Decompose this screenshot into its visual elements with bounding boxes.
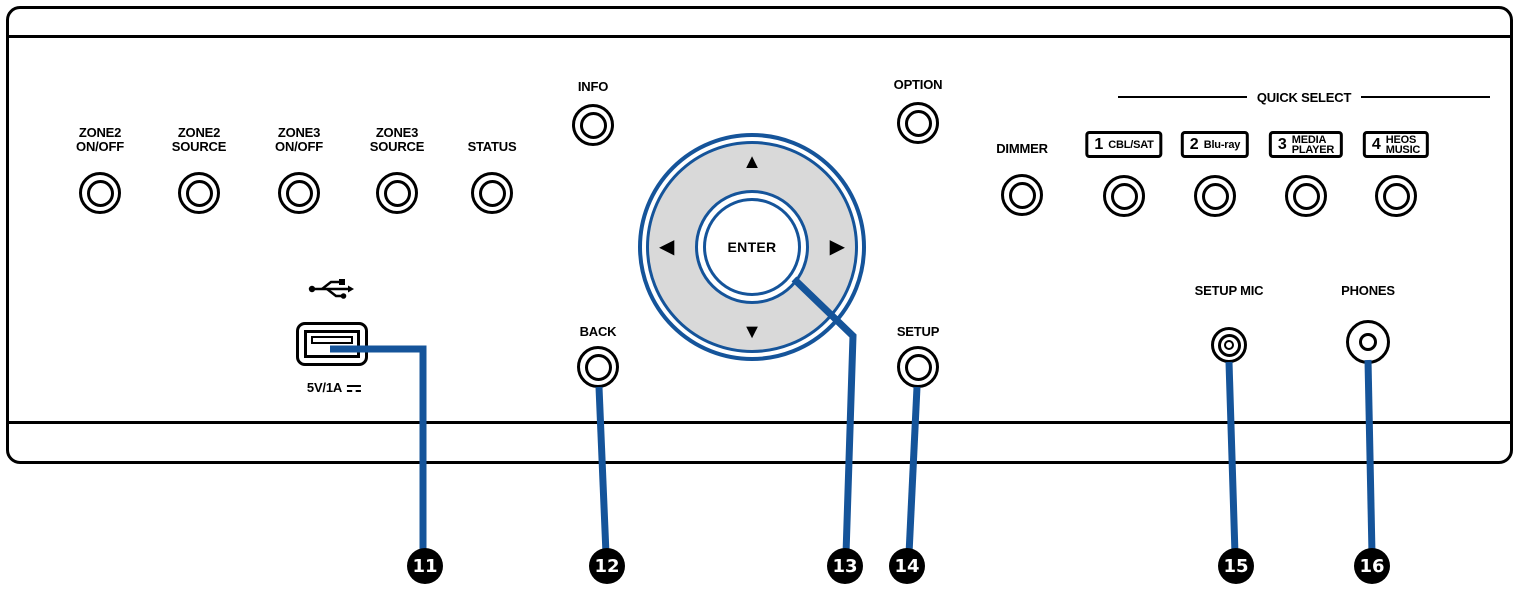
quick-select-2-button-ring: [1201, 182, 1229, 210]
callout-11: 11: [407, 548, 443, 584]
quick-select-3-button[interactable]: [1285, 175, 1327, 217]
setup-button[interactable]: [897, 346, 939, 388]
back-label: BACK: [579, 324, 617, 339]
back-button-ring: [584, 353, 612, 381]
enter-button[interactable]: ENTER: [703, 198, 801, 296]
zone3-source-button[interactable]: [376, 172, 418, 214]
zone3-onoff-button-ring: [285, 179, 313, 207]
usb-tab: [311, 336, 353, 344]
quick-select-3-number: 3: [1277, 135, 1287, 153]
panel-bottom-seam: [8, 421, 1511, 424]
status-button-ring: [478, 179, 506, 207]
usb-power-label: 5V/1A: [307, 381, 362, 395]
option-button-ring: [904, 109, 932, 137]
callout-12: 12: [589, 548, 625, 584]
quick-select-2-label: 2 Blu-ray: [1180, 131, 1250, 158]
callout-16: 16: [1354, 548, 1390, 584]
cursor-right-button[interactable]: ▶: [829, 236, 845, 258]
quick-select-header: QUICK SELECT: [1118, 89, 1491, 105]
zone2-source-button-ring: [185, 179, 213, 207]
dimmer-button-ring: [1008, 181, 1036, 209]
usb-port[interactable]: [296, 322, 368, 366]
setup-mic-jack[interactable]: [1211, 327, 1247, 363]
phones-jack[interactable]: [1346, 320, 1390, 364]
cursor-pad[interactable]: ▲ ▼ ◀ ▶ ENTER: [638, 133, 866, 361]
quick-select-4-number: 4: [1371, 135, 1381, 153]
quick-select-3-button-ring: [1292, 182, 1320, 210]
setup-label: SETUP: [896, 324, 940, 339]
quick-select-2-button[interactable]: [1194, 175, 1236, 217]
quick-select-1-text: CBL/SAT: [1108, 138, 1154, 151]
setup-button-ring: [904, 353, 932, 381]
info-button-ring: [579, 111, 607, 139]
usb-slot: [304, 330, 360, 358]
cursor-ring: ▲ ▼ ◀ ▶ ENTER: [646, 141, 858, 353]
zone2-onoff-button-ring: [86, 179, 114, 207]
cursor-up-button[interactable]: ▲: [742, 151, 762, 173]
setup-mic-jack-core: [1224, 340, 1234, 350]
zone3-onoff-button[interactable]: [278, 172, 320, 214]
zone2-source-button[interactable]: [178, 172, 220, 214]
callout-14: 14: [889, 548, 925, 584]
quick-select-4-button-ring: [1382, 182, 1410, 210]
quick-select-1-button-ring: [1110, 182, 1138, 210]
quick-select-1-button[interactable]: [1103, 175, 1145, 217]
quick-select-rule-left: [1118, 96, 1247, 98]
setup-mic-jack-mid: [1217, 333, 1241, 357]
dimmer-label: DIMMER: [996, 141, 1048, 156]
info-label: INFO: [577, 79, 609, 94]
option-button[interactable]: [897, 102, 939, 144]
callout-15: 15: [1218, 548, 1254, 584]
panel-top-seam: [8, 35, 1511, 38]
cursor-left-button[interactable]: ◀: [659, 236, 675, 258]
phones-jack-core: [1359, 333, 1377, 351]
enter-button-outer: ENTER: [695, 190, 809, 304]
dc-power-icon: [347, 384, 362, 392]
phones-label: PHONES: [1341, 283, 1395, 298]
quick-select-title: QUICK SELECT: [1256, 89, 1352, 105]
quick-select-2-text: Blu-ray: [1203, 138, 1241, 151]
option-label: OPTION: [893, 77, 943, 92]
dimmer-button[interactable]: [1001, 174, 1043, 216]
status-button[interactable]: [471, 172, 513, 214]
quick-select-rule-right: [1361, 96, 1491, 98]
back-button[interactable]: [577, 346, 619, 388]
quick-select-4-button[interactable]: [1375, 175, 1417, 217]
usb-icon: [308, 279, 354, 299]
callout-13: 13: [827, 548, 863, 584]
quick-select-1-number: 1: [1094, 135, 1104, 153]
cursor-down-button[interactable]: ▼: [742, 321, 762, 343]
zone2-onoff-button[interactable]: [79, 172, 121, 214]
status-label: STATUS: [467, 139, 517, 154]
setup-mic-label: SETUP MIC: [1194, 283, 1264, 298]
quick-select-2-number: 2: [1189, 135, 1199, 153]
zone3-source-button-ring: [383, 179, 411, 207]
info-button[interactable]: [572, 104, 614, 146]
quick-select-1-label: 1 CBL/SAT: [1085, 131, 1163, 158]
